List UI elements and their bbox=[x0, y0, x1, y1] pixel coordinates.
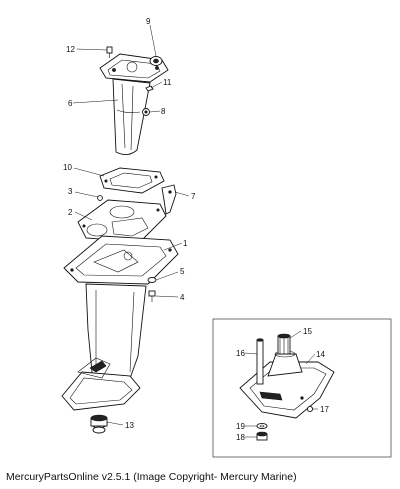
callout-8: 8 bbox=[161, 107, 166, 116]
callout-16: 16 bbox=[236, 349, 245, 358]
screw-4 bbox=[148, 290, 156, 302]
exhaust-tube bbox=[99, 53, 169, 155]
copyright-caption: MercuryPartsOnline v2.5.1 (Image Copyrig… bbox=[6, 471, 297, 483]
inset-shaft-16 bbox=[256, 338, 264, 385]
screw-12 bbox=[76, 46, 113, 58]
screw-11 bbox=[145, 85, 154, 92]
inset-nut-18 bbox=[256, 431, 268, 441]
callout-7: 7 bbox=[191, 192, 196, 201]
callout-17: 17 bbox=[320, 405, 329, 414]
callout-4: 4 bbox=[180, 293, 185, 302]
callout-5: 5 bbox=[180, 267, 185, 276]
inset-gear-15 bbox=[277, 333, 291, 355]
washer-5 bbox=[147, 277, 157, 283]
callout-6: 6 bbox=[68, 99, 73, 108]
inset-frame bbox=[212, 318, 392, 458]
callout-9: 9 bbox=[146, 17, 151, 26]
callout-11: 11 bbox=[163, 78, 172, 87]
callout-12: 12 bbox=[66, 45, 75, 54]
leader-lines bbox=[72, 24, 318, 438]
gasket-10 bbox=[99, 167, 165, 194]
callout-10: 10 bbox=[63, 163, 72, 172]
inset-washer-19 bbox=[256, 422, 268, 430]
dowel-3 bbox=[97, 195, 103, 201]
callout-18: 18 bbox=[236, 433, 245, 442]
exploded-parts-diagram: 9 12 11 6 8 10 3 7 2 1 5 4 13 15 16 14 1… bbox=[61, 17, 392, 458]
callout-15: 15 bbox=[303, 327, 312, 336]
callout-14: 14 bbox=[316, 350, 325, 359]
grommet-8 bbox=[142, 108, 150, 116]
bracket-7 bbox=[161, 184, 177, 215]
callout-19: 19 bbox=[236, 422, 245, 431]
seal-13 bbox=[90, 414, 108, 434]
callout-1: 1 bbox=[183, 239, 188, 248]
callout-2: 2 bbox=[68, 208, 73, 217]
callout-3: 3 bbox=[68, 187, 73, 196]
driveshaft-housing bbox=[61, 235, 179, 411]
inset-gearcase-cap bbox=[239, 350, 335, 419]
exhaust-sleeve bbox=[149, 56, 163, 66]
callout-labels: 9 12 11 6 8 10 3 7 2 1 5 4 13 15 16 14 1… bbox=[63, 17, 329, 442]
inset-pin-17 bbox=[306, 405, 314, 413]
gasket-2 bbox=[77, 199, 167, 243]
callout-13: 13 bbox=[125, 421, 134, 430]
